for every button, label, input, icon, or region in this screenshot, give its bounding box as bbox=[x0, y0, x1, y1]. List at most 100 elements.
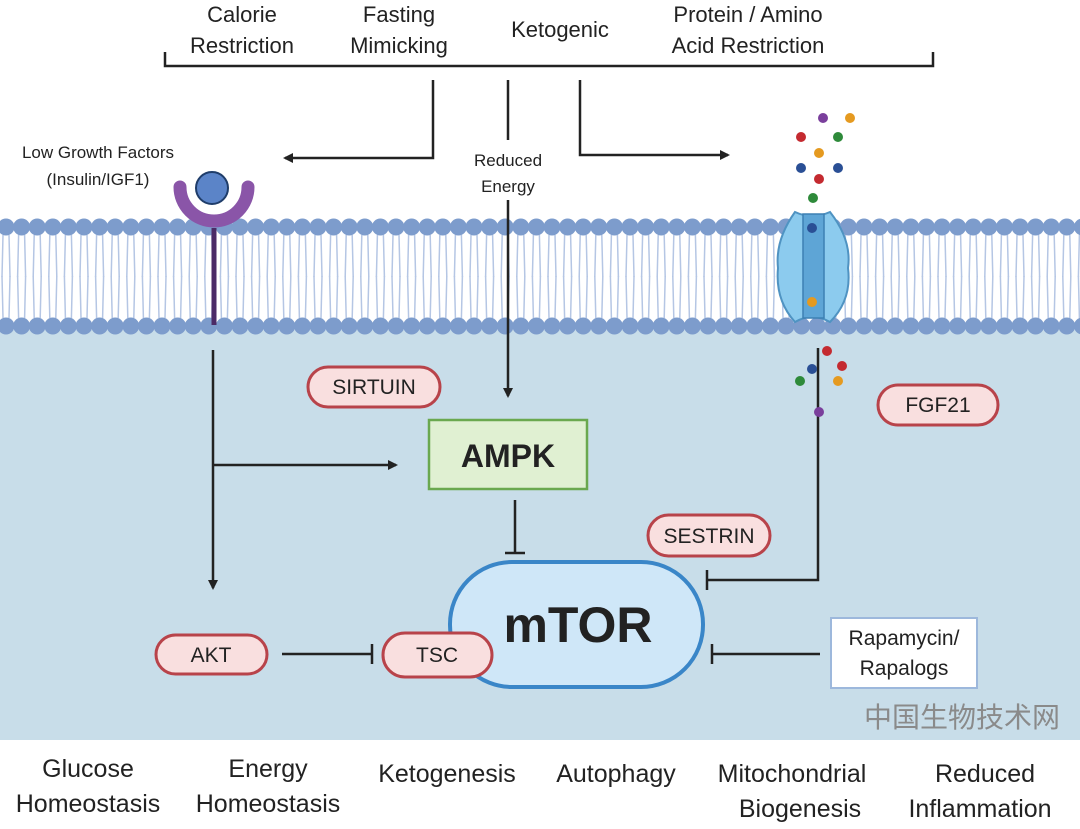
lipid-head bbox=[855, 218, 873, 236]
lipid-head bbox=[1011, 317, 1029, 335]
lipid-tail bbox=[1062, 234, 1072, 278]
lipid-tail bbox=[578, 275, 588, 319]
lipid-tail bbox=[297, 234, 308, 278]
lipid-tail bbox=[687, 234, 698, 278]
label-ketogenic: Ketogenic bbox=[511, 17, 609, 42]
lipid-tail bbox=[718, 234, 729, 278]
lipid-tail bbox=[984, 275, 994, 319]
lipid-tail bbox=[438, 275, 448, 319]
lipid-tail bbox=[734, 275, 744, 319]
lipid-tail bbox=[906, 234, 916, 278]
lipid-tail bbox=[16, 275, 27, 319]
lipid-head bbox=[902, 317, 920, 335]
lipid-tail bbox=[79, 234, 89, 278]
fgf21-node: FGF21 bbox=[876, 383, 1000, 427]
lipid-tail bbox=[157, 275, 167, 319]
amino-acid-dot bbox=[796, 132, 806, 142]
amino-acid-dot bbox=[814, 148, 824, 158]
lipid-head bbox=[403, 218, 421, 236]
lipid-head bbox=[293, 218, 311, 236]
lipid-tail bbox=[1, 234, 11, 278]
lipid-head bbox=[371, 218, 389, 236]
lipid-tail bbox=[48, 275, 58, 319]
lipid-tail bbox=[921, 275, 932, 319]
lipid-head bbox=[340, 218, 358, 236]
cell-membrane bbox=[0, 218, 1080, 335]
lipid-head bbox=[808, 317, 826, 335]
lipid-head bbox=[777, 317, 795, 335]
lipid-tail bbox=[609, 234, 620, 278]
lipid-tail bbox=[110, 275, 120, 319]
lipid-tail bbox=[609, 275, 620, 319]
lipid-tail bbox=[672, 234, 682, 278]
lipid-head bbox=[933, 317, 951, 335]
lipid-head bbox=[0, 317, 15, 335]
lipid-head bbox=[1058, 317, 1076, 335]
lipid-head bbox=[1027, 317, 1045, 335]
lipid-tail bbox=[625, 234, 635, 278]
lipid-head bbox=[1073, 317, 1080, 335]
lipid-head bbox=[59, 317, 77, 335]
lipid-head bbox=[449, 218, 467, 236]
lipid-head bbox=[949, 218, 967, 236]
akt-node: AKT bbox=[154, 633, 269, 676]
lipid-head bbox=[964, 317, 982, 335]
amino-acid-dot bbox=[833, 163, 843, 173]
lipid-head bbox=[403, 317, 421, 335]
amino-acid-channel-icon bbox=[776, 210, 850, 324]
lipid-head bbox=[715, 218, 733, 236]
lipid-head bbox=[839, 317, 857, 335]
lipid-head bbox=[137, 218, 155, 236]
lipid-tail bbox=[734, 234, 744, 278]
lipid-head bbox=[169, 317, 187, 335]
lipid-tail bbox=[1, 275, 11, 319]
lipid-tail bbox=[313, 275, 323, 319]
lipid-head bbox=[449, 317, 467, 335]
lipid-tail bbox=[531, 234, 542, 278]
sestrin-label: SESTRIN bbox=[663, 525, 754, 548]
lipid-head bbox=[621, 317, 639, 335]
lipid-tail bbox=[360, 275, 370, 319]
lipid-head bbox=[761, 218, 779, 236]
lipid-tail bbox=[406, 234, 417, 278]
lipid-head bbox=[871, 218, 889, 236]
lipid-head bbox=[527, 317, 545, 335]
lipid-tail bbox=[1077, 234, 1080, 278]
lipid-tail bbox=[453, 234, 464, 278]
lipid-tail bbox=[219, 275, 230, 319]
amino-acid-dot bbox=[807, 364, 817, 374]
outcome-ketogenesis: Ketogenesis bbox=[378, 760, 516, 788]
lipid-head bbox=[215, 317, 233, 335]
lipid-tail bbox=[63, 234, 74, 278]
lipid-head bbox=[262, 317, 280, 335]
lipid-head bbox=[309, 317, 327, 335]
amino-acid-dot bbox=[796, 163, 806, 173]
lipid-tail bbox=[188, 275, 198, 319]
lipid-tail bbox=[375, 234, 386, 278]
lipid-head bbox=[106, 317, 124, 335]
lipid-head bbox=[527, 218, 545, 236]
lipid-tail bbox=[94, 275, 105, 319]
lipid-tail bbox=[937, 234, 947, 278]
lipid-head bbox=[699, 218, 717, 236]
lipid-tail bbox=[952, 234, 963, 278]
lipid-tail bbox=[1046, 234, 1056, 278]
lipid-head bbox=[730, 317, 748, 335]
lipid-head bbox=[309, 218, 327, 236]
amino-acid-dot bbox=[837, 361, 847, 371]
lipid-head bbox=[28, 317, 46, 335]
lipid-head bbox=[637, 218, 655, 236]
lipid-head bbox=[917, 317, 935, 335]
lipid-head bbox=[122, 218, 140, 236]
lipid-tail bbox=[110, 234, 120, 278]
lipid-head bbox=[886, 317, 904, 335]
lipid-head bbox=[325, 317, 343, 335]
lipid-tail bbox=[890, 275, 900, 319]
lipid-tail bbox=[469, 234, 479, 278]
tsc-node: TSC bbox=[381, 631, 494, 679]
lipid-tail bbox=[344, 275, 354, 319]
lipid-tail bbox=[157, 234, 167, 278]
insulin-receptor-icon bbox=[173, 171, 255, 325]
label-protein-1: Protein / Amino bbox=[673, 2, 822, 27]
lipid-head bbox=[434, 218, 452, 236]
